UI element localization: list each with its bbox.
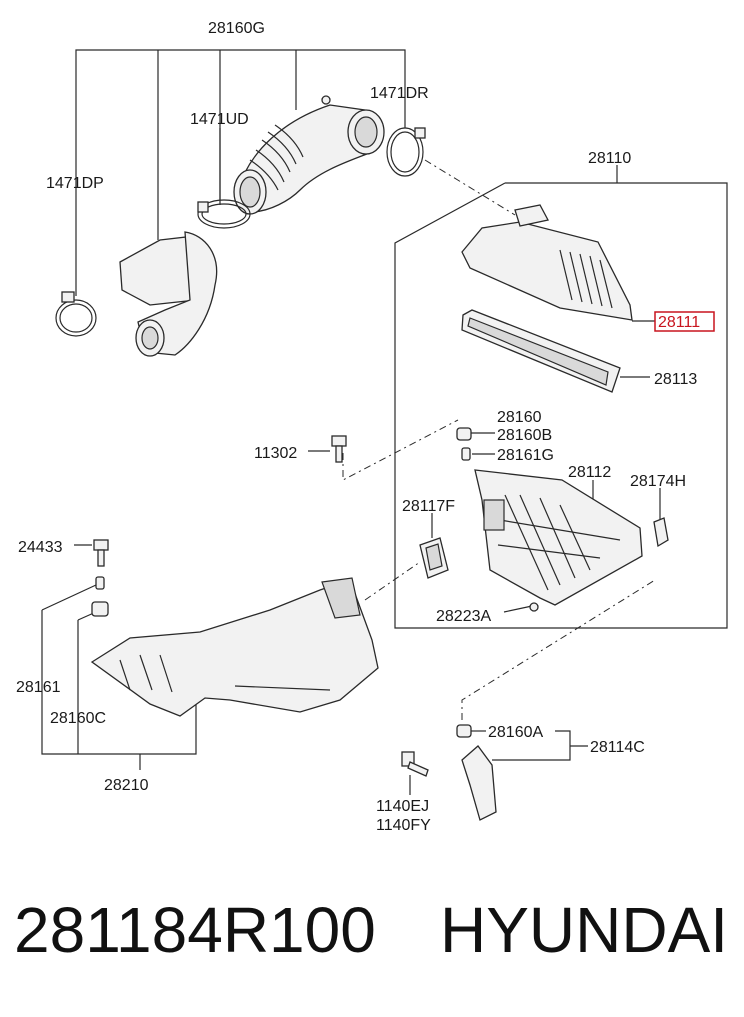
label-24433[interactable]: 24433 bbox=[18, 539, 63, 556]
label-28174H[interactable]: 28174H bbox=[630, 473, 686, 490]
brand-text: HYUNDAI bbox=[440, 894, 729, 966]
assembly-dash-lines bbox=[342, 159, 656, 720]
hose-clamp-upper bbox=[386, 127, 426, 177]
bolt-11302-part bbox=[331, 435, 347, 463]
label-28160A[interactable]: 28160A bbox=[488, 724, 543, 741]
label-28114C[interactable]: 28114C bbox=[590, 739, 645, 756]
filter-element-part bbox=[461, 309, 621, 393]
label-1471UD[interactable]: 1471UD bbox=[190, 111, 249, 128]
label-28223A[interactable]: 28223A bbox=[436, 608, 491, 625]
label-28161[interactable]: 28161 bbox=[16, 679, 61, 696]
label-28160G[interactable]: 28160G bbox=[208, 20, 265, 37]
label-1471DP[interactable]: 1471DP bbox=[46, 175, 104, 192]
label-1471DR[interactable]: 1471DR bbox=[370, 85, 429, 102]
hose-clamp-middle bbox=[197, 199, 251, 229]
part-labels: 28160G 1471DR 1471UD 1471DP 28110 28111 … bbox=[16, 20, 715, 834]
label-28160B[interactable]: 28160B bbox=[497, 427, 552, 444]
label-28160C[interactable]: 28160C bbox=[50, 710, 106, 727]
label-1140EJ[interactable]: 1140EJ bbox=[376, 798, 429, 815]
air-cleaner-cover-part bbox=[461, 204, 633, 321]
label-28161G[interactable]: 28161G bbox=[497, 447, 554, 464]
label-28113[interactable]: 28113 bbox=[654, 371, 697, 388]
label-28111[interactable]: 28111 bbox=[658, 314, 700, 331]
lower-case-part bbox=[474, 469, 643, 606]
label-28110[interactable]: 28110 bbox=[588, 150, 631, 167]
highlight-box-28111 bbox=[654, 311, 715, 332]
footer-band bbox=[0, 848, 744, 1017]
air-duct-part bbox=[90, 577, 379, 717]
grommet-parts bbox=[456, 427, 472, 461]
clip-28223A-part bbox=[529, 602, 539, 612]
bolt-1140EJ-part bbox=[401, 751, 429, 777]
label-1140FY[interactable]: 1140FY bbox=[376, 817, 431, 834]
label-28117F[interactable]: 28117F bbox=[402, 498, 455, 515]
bracket-28174H-part bbox=[653, 517, 669, 548]
resonator-duct-part bbox=[119, 231, 218, 357]
seal-28117F-part bbox=[419, 537, 449, 579]
bracket-28114C-part bbox=[456, 724, 497, 821]
label-11302[interactable]: 11302 bbox=[254, 445, 297, 462]
bolt-24433-part bbox=[91, 539, 109, 617]
label-28160[interactable]: 28160 bbox=[497, 409, 542, 426]
hose-clamp-lower bbox=[55, 291, 97, 337]
intake-hose-part bbox=[233, 95, 385, 215]
label-28112[interactable]: 28112 bbox=[568, 464, 611, 481]
part-number-text: 281184R100 bbox=[14, 894, 376, 966]
leader-lines bbox=[41, 49, 728, 795]
label-28210[interactable]: 28210 bbox=[104, 777, 149, 794]
